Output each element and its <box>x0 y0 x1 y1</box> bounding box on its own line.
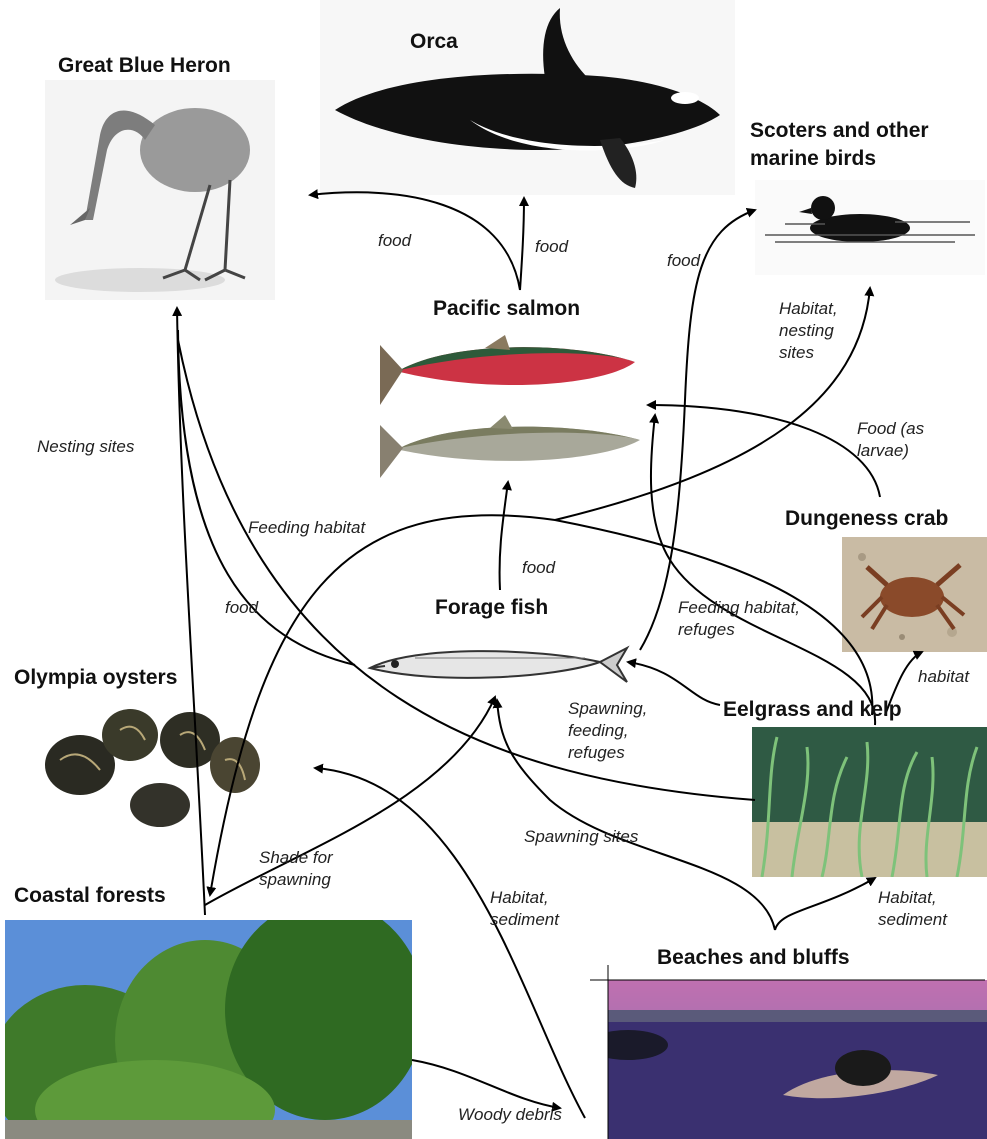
link-salmon-heron <box>310 192 520 290</box>
label-habitat-sediment-2: Habitat,sediment <box>878 887 947 931</box>
label-food-salmon-heron: food <box>378 230 411 252</box>
link-beaches-oysters <box>315 768 585 1118</box>
label-spawning-sites: Spawning sites <box>524 826 638 848</box>
crab-title: Dungeness crab <box>785 507 948 531</box>
label-woody-debris: Woody debris <box>458 1104 562 1126</box>
label-feeding-habitat: Feeding habitat <box>248 517 365 539</box>
label-habitat-sediment-1: Habitat,sediment <box>490 887 559 931</box>
label-habitat-crab: habitat <box>918 666 969 688</box>
label-feeding-refuges: Feeding habitat,refuges <box>678 597 800 641</box>
scoters-title: Scoters and other marine birds <box>750 117 980 173</box>
link-forests-beaches <box>412 1060 560 1108</box>
label-food-forage-salmon: food <box>522 557 555 579</box>
label-food-forage-heron: food <box>225 597 258 619</box>
label-food-salmon-orca: food <box>535 236 568 258</box>
salmon-title: Pacific salmon <box>433 297 580 321</box>
label-nesting-sites: Nesting sites <box>37 436 134 458</box>
link-salmon-orca <box>520 198 524 290</box>
link-eelgrass-salmon <box>651 415 875 725</box>
link-forage-scoters <box>640 210 755 650</box>
oysters-title: Olympia oysters <box>14 666 177 690</box>
link-beaches-eelgrass <box>775 878 875 930</box>
beaches-title: Beaches and bluffs <box>657 946 850 970</box>
label-spawning-feeding: Spawning,feeding,refuges <box>568 698 647 764</box>
heron-title: Great Blue Heron <box>58 54 231 78</box>
orca-title: Orca <box>410 30 458 54</box>
forests-title: Coastal forests <box>14 884 166 908</box>
label-food-forage-scoters: food <box>667 250 700 272</box>
link-forage-salmon <box>500 482 508 590</box>
eelgrass-title: Eelgrass and kelp <box>723 698 902 722</box>
link-forage-heron <box>178 330 355 665</box>
forage-title: Forage fish <box>435 596 548 620</box>
